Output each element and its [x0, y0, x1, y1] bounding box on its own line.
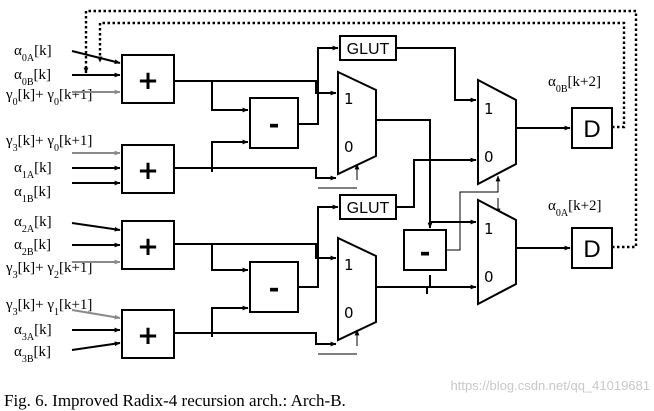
register-0B: D — [571, 107, 613, 149]
mux-stage2-1-zero: 0 — [484, 268, 494, 286]
subtractor-1-label: - — [269, 274, 280, 304]
subtractor-output-wires — [298, 45, 339, 288]
input-wires — [71, 50, 121, 351]
figure-caption: Fig. 6. Improved Radix-4 recursion arch.… — [4, 391, 346, 410]
mux-select-wires — [318, 163, 360, 355]
register-0A-label: D — [583, 236, 600, 263]
adder-0: + — [121, 54, 175, 104]
output-labels: α0B[k+2] α0A[k+2] — [548, 74, 602, 219]
subtractor-1: - — [249, 261, 299, 313]
adder-0-label: + — [137, 66, 159, 96]
input-label-9: γ3[k]+ γ1[k+1] — [5, 297, 92, 318]
adder-3-label: + — [137, 321, 159, 351]
input-label-4: α1A[k] — [14, 160, 52, 181]
adder-2: + — [121, 220, 175, 270]
input-label-5: α1B[k] — [14, 184, 51, 205]
input-label-2: γ0[k]+ γ0[k+1] — [5, 87, 92, 108]
input-label-0: α0A[k] — [14, 43, 52, 64]
feedback-path-0B — [97, 21, 626, 129]
input-label-3: γ3[k]+ γ0[k+1] — [5, 133, 92, 154]
adder-output-wires — [174, 80, 337, 347]
output-label-1: α0A[k+2] — [548, 198, 602, 219]
input-label-1: α0B[k] — [14, 67, 51, 88]
mux-stage1-0: 1 0 — [337, 70, 377, 176]
mux-stage2-1-one: 1 — [484, 220, 494, 238]
mux-stage1-0-one: 1 — [344, 90, 354, 108]
subtractor-2: - — [403, 229, 447, 271]
adder-1-label: + — [137, 156, 159, 186]
mux-stage2-0: 1 0 — [477, 78, 517, 186]
input-label-8: γ3[k]+ γ2[k+1] — [5, 260, 92, 281]
mux-stage2-0-one: 1 — [484, 100, 494, 118]
stage2-wires — [376, 47, 477, 294]
adder-3: + — [121, 309, 175, 359]
feedback-path-0A — [83, 9, 638, 249]
mux-stage1-0-zero: 0 — [344, 138, 354, 156]
mux-stage1-1-zero: 0 — [344, 304, 354, 322]
mux-stage2-0-zero: 0 — [484, 148, 494, 166]
glut-0: GLUT — [339, 35, 397, 61]
input-label-10: α3A[k] — [14, 322, 52, 343]
output-label-0: α0B[k+2] — [548, 74, 601, 95]
register-input-wires — [516, 125, 571, 251]
register-0B-label: D — [583, 116, 600, 143]
adder-2-label: + — [137, 232, 159, 262]
subtractor-2-label: - — [420, 238, 431, 268]
input-label-6: α2A[k] — [14, 214, 52, 235]
glut-1-label: GLUT — [347, 200, 390, 217]
input-label-11: α3B[k] — [14, 344, 51, 365]
input-labels: α0A[k] α0B[k]γ0[k]+ γ0[k+1] γ3[k]+ γ0[k+1]… — [5, 43, 92, 365]
glut-1: GLUT — [339, 194, 397, 220]
watermark: https://blog.csdn.net/qq_41019681 — [451, 378, 651, 393]
adder-1: + — [121, 144, 175, 194]
subtractor-0: - — [249, 97, 299, 149]
mux-stage1-1-one: 1 — [344, 256, 354, 274]
register-0A: D — [571, 227, 613, 269]
mux-stage1-1: 1 0 — [337, 236, 377, 342]
input-label-7: α2B[k] — [14, 237, 51, 258]
glut-0-label: GLUT — [347, 41, 390, 58]
subtractor-0-label: - — [269, 110, 280, 140]
mux-stage2-1: 1 0 — [477, 198, 517, 306]
